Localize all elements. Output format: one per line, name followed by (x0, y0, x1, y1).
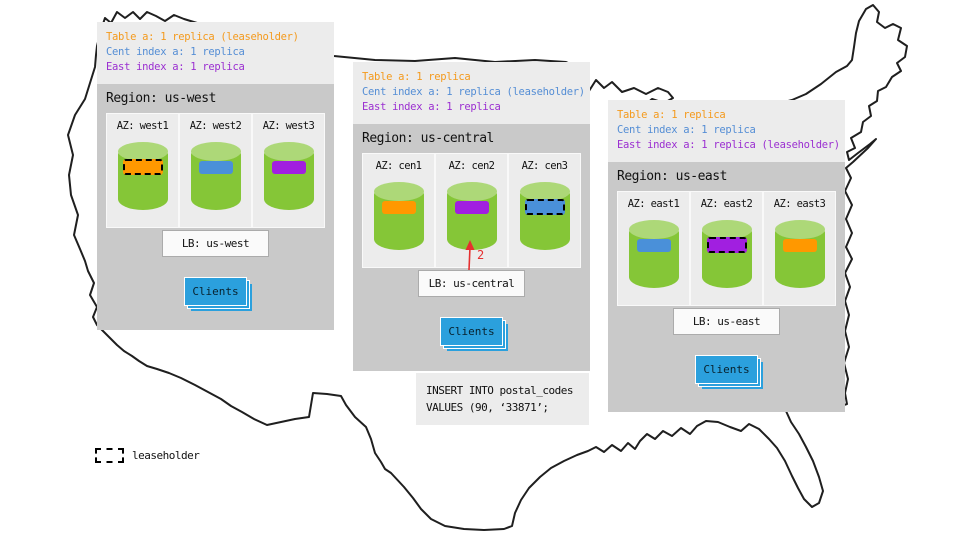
replica-range-bar (706, 237, 747, 253)
load-balancer-us-east: LB: us-east (673, 308, 780, 335)
database-cylinder (263, 142, 314, 210)
az-box-cen1: AZ: cen1 (363, 154, 434, 267)
region-body-us-east: Region: us-east AZ: east1 AZ: east2 AZ: … (608, 162, 845, 412)
replica-line: East index a: 1 replica (362, 101, 501, 113)
replica-range-bar (454, 201, 489, 214)
region-title: Region: us-east (617, 169, 727, 184)
az-box-west2: AZ: west2 (180, 114, 251, 227)
replica-line: Cent index a: 1 replica (106, 46, 245, 58)
replica-summary-us-west: Table a: 1 replica (leaseholder) Cent in… (97, 22, 334, 84)
replica-line: Table a: 1 replica (362, 71, 471, 83)
az-box-cen3: AZ: cen3 (509, 154, 580, 267)
az-row-us-west: AZ: west1 AZ: west2 AZ: west3 (106, 113, 325, 228)
az-label: AZ: cen1 (375, 160, 422, 172)
az-label: AZ: west1 (116, 120, 169, 132)
az-box-west1: AZ: west1 (107, 114, 178, 227)
region-panel-us-east: Table a: 1 replica Cent index a: 1 repli… (608, 100, 845, 412)
az-label: AZ: east2 (700, 198, 753, 210)
replica-line: Cent index a: 1 replica (617, 124, 756, 136)
arrow-step-number: 2 (477, 248, 484, 262)
region-title: Region: us-west (106, 91, 216, 106)
replica-range-bar (524, 199, 565, 215)
az-box-east3: AZ: east3 (764, 192, 835, 305)
replica-range-bar (198, 161, 233, 174)
az-label: AZ: east3 (773, 198, 826, 210)
clients-stack-us-central: Clients (441, 318, 502, 345)
database-cylinder (446, 182, 497, 250)
load-balancer-us-west: LB: us-west (162, 230, 269, 257)
az-box-east1: AZ: east1 (618, 192, 689, 305)
replica-range-bar (782, 239, 817, 252)
region-body-us-west: Region: us-west AZ: west1 AZ: west2 AZ: … (97, 84, 334, 330)
az-box-east2: AZ: east2 (691, 192, 762, 305)
replica-range-bar (636, 239, 671, 252)
region-panel-us-central: Table a: 1 replica Cent index a: 1 repli… (353, 62, 590, 371)
replica-line: Cent index a: 1 replica (leaseholder) (362, 86, 585, 98)
replica-line: Table a: 1 replica (617, 109, 726, 121)
database-cylinder (190, 142, 241, 210)
clients-stack-us-east: Clients (696, 356, 757, 383)
replica-range-bar (122, 159, 163, 175)
database-cylinder (628, 220, 679, 288)
leaseholder-dashed-swatch-icon (95, 448, 124, 463)
az-label: AZ: east1 (627, 198, 680, 210)
az-box-west3: AZ: west3 (253, 114, 324, 227)
clients-stack-us-west: Clients (185, 278, 246, 305)
replica-line: East index a: 1 replica (leaseholder) (617, 139, 840, 151)
az-label: AZ: west3 (262, 120, 315, 132)
database-cylinder (701, 220, 752, 288)
leaseholder-legend: leaseholder (95, 448, 200, 463)
az-row-us-east: AZ: east1 AZ: east2 AZ: east3 (617, 191, 836, 306)
replica-range-bar (271, 161, 306, 174)
legend-label: leaseholder (132, 449, 200, 462)
replica-summary-us-east: Table a: 1 replica Cent index a: 1 repli… (608, 100, 845, 162)
write-step-arrow: 2 (465, 240, 484, 271)
database-cylinder (373, 182, 424, 250)
database-cylinder (519, 182, 570, 250)
az-label: AZ: cen2 (448, 160, 495, 172)
replica-line: Table a: 1 replica (leaseholder) (106, 31, 299, 43)
database-cylinder (117, 142, 168, 210)
region-title: Region: us-central (362, 131, 494, 146)
load-balancer-us-central: LB: us-central (418, 270, 525, 297)
sql-line: INSERT INTO postal_codes (426, 384, 573, 397)
replica-range-bar (381, 201, 416, 214)
sql-statement-box: INSERT INTO postal_codes VALUES (90, ‘33… (416, 373, 589, 425)
region-panel-us-west: Table a: 1 replica (leaseholder) Cent in… (97, 22, 334, 330)
az-label: AZ: west2 (189, 120, 242, 132)
sql-line: VALUES (90, ‘33871’; (426, 401, 549, 414)
az-label: AZ: cen3 (521, 160, 568, 172)
database-cylinder (774, 220, 825, 288)
replica-line: East index a: 1 replica (106, 61, 245, 73)
replica-summary-us-central: Table a: 1 replica Cent index a: 1 repli… (353, 62, 590, 124)
